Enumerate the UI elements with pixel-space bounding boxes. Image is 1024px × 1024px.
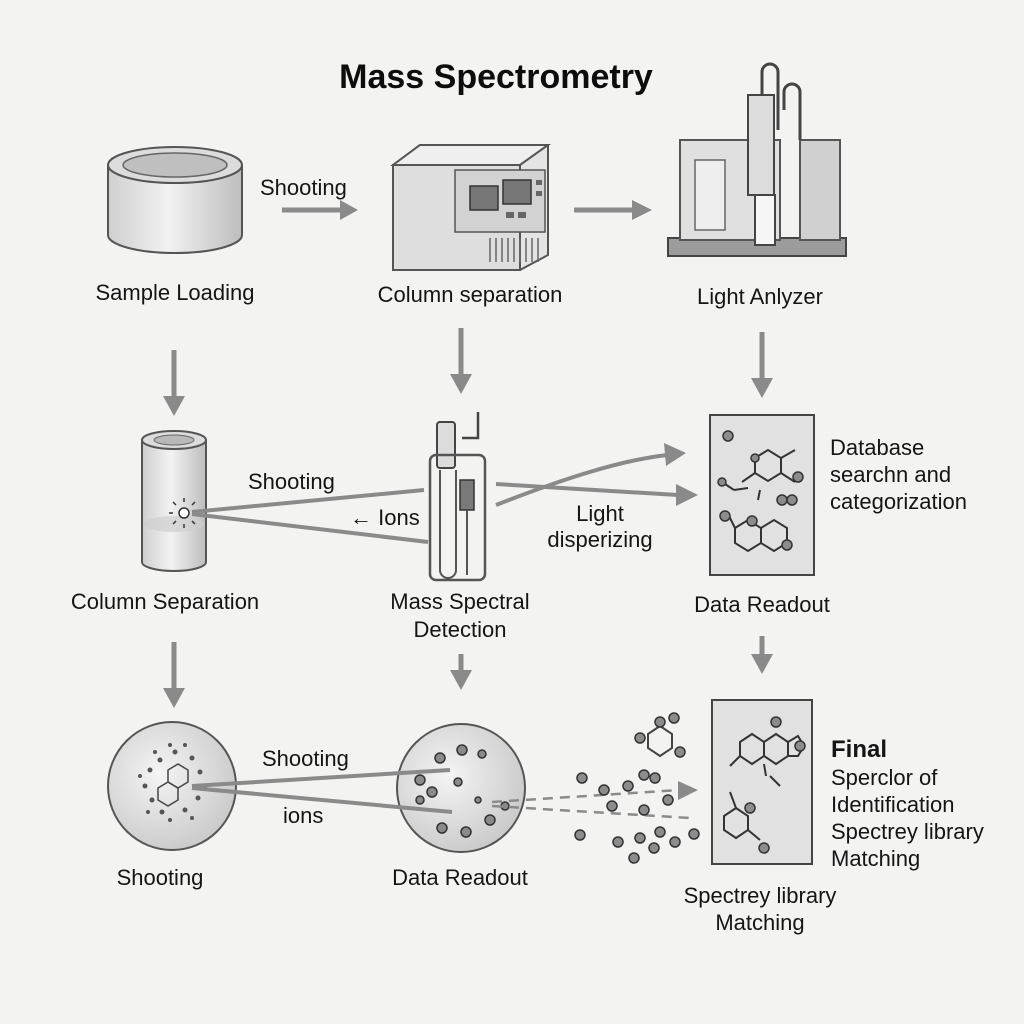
- column-separation-machine-icon: [389, 144, 552, 271]
- database-note-line1: Database: [830, 435, 925, 460]
- arrow-head-curve: [664, 443, 686, 466]
- final-note-heading: Final: [831, 736, 888, 763]
- arrow-label-ions-low: ions: [283, 803, 324, 828]
- sample-loading-cylinder-icon: [107, 146, 243, 254]
- data-readout-sphere-icon: [396, 723, 526, 853]
- light-analyzer-instrument-icon: [667, 62, 847, 257]
- column-separation-tube-icon: [141, 430, 207, 572]
- arrow-label-shooting-mid: Shooting: [248, 469, 335, 494]
- label-light-analyzer: Light Anlyzer: [697, 284, 823, 309]
- label-spectrey-library-1: Spectrey library: [683, 883, 837, 908]
- mass-spectral-probe-icon: [428, 412, 487, 582]
- database-note-line3: categorization: [830, 489, 967, 514]
- data-readout-panel: [709, 414, 815, 576]
- scattered-particles: [574, 769, 700, 864]
- label-data-readout-mid: Data Readout: [694, 592, 830, 617]
- beam-lines-row2: [191, 453, 679, 544]
- spectrum-library-panel: [711, 699, 813, 865]
- dashed-lines-row3: [491, 788, 691, 820]
- floating-molecule-icon: [634, 712, 686, 758]
- diagram-title: Mass Spectrometry: [339, 58, 653, 96]
- arrow-down-right-1: [751, 332, 773, 398]
- final-note-line2: Identification: [831, 792, 955, 817]
- final-note-line1: Sperclor of: [831, 765, 938, 790]
- arrow-head-straight: [676, 484, 698, 506]
- label-shooting-bottom: Shooting: [116, 865, 204, 890]
- arrow-label-light-2: disperizing: [547, 527, 653, 552]
- database-note-line2: searchn and: [830, 462, 952, 487]
- final-note-line3: Spectrey library: [831, 819, 984, 844]
- label-mass-spectral-2: Detection: [413, 617, 507, 642]
- label-sample-loading: Sample Loading: [95, 280, 255, 305]
- shooting-sphere-icon: [107, 721, 237, 851]
- arrow-down-middle-1: [450, 328, 472, 394]
- arrow-label-light-1: Light: [576, 501, 624, 526]
- beam-lines-row3: [191, 768, 453, 814]
- label-column-separation-mid: Column Separation: [70, 589, 260, 614]
- arrow-down-left-2: [163, 642, 185, 708]
- arrow-sample-to-column: [282, 200, 358, 220]
- arrow-down-middle-2: [450, 654, 472, 690]
- arrow-down-left-1: [163, 350, 185, 416]
- arrow-column-to-analyzer: [574, 200, 652, 220]
- label-data-readout-bottom: Data Readout: [392, 865, 528, 890]
- label-column-separation-top: Column separation: [377, 282, 563, 307]
- arrow-label-shooting-top: Shooting: [260, 175, 347, 200]
- arrow-down-right-2: [751, 636, 773, 674]
- arrow-label-shooting-low: Shooting: [262, 746, 349, 771]
- arrow-head-dashed: [678, 781, 698, 800]
- arrow-label-ions-mid: ← Ions: [350, 505, 420, 530]
- label-mass-spectral-1: Mass Spectral: [390, 589, 530, 614]
- final-note-line4: Matching: [831, 846, 921, 871]
- label-spectrey-library-2: Matching: [715, 910, 805, 935]
